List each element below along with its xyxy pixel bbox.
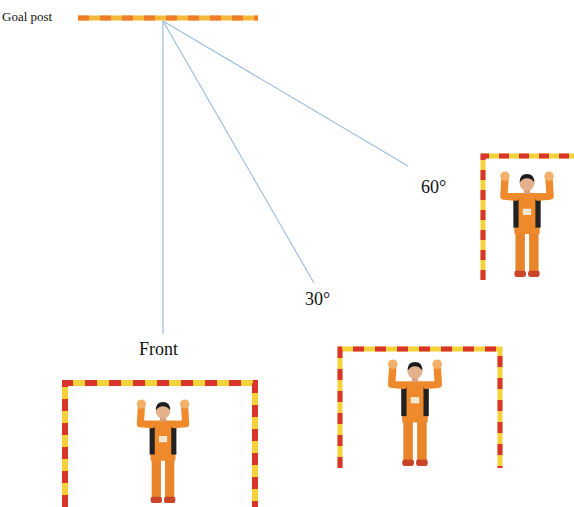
thirty-degree-goal-frame (340, 349, 500, 468)
front-goal-frame (65, 383, 255, 507)
goalkeeper-thirty-degree (388, 359, 442, 466)
goal-post-label: Goal post (2, 10, 52, 25)
goal-post-bar-stripes (78, 16, 258, 21)
thirty-degree-line (163, 21, 314, 283)
goalkeeper-sixty-degree (500, 171, 554, 277)
angle-label: 30° (305, 289, 330, 310)
view-label: Front (139, 339, 178, 360)
goalkeeper-front (137, 399, 190, 503)
sixty-degree-goal-frame (483, 156, 574, 280)
front-view-line (162, 21, 163, 334)
goal-post-bar (78, 16, 258, 21)
angle-label: 60° (421, 177, 446, 198)
sixty-degree-line (163, 21, 408, 166)
